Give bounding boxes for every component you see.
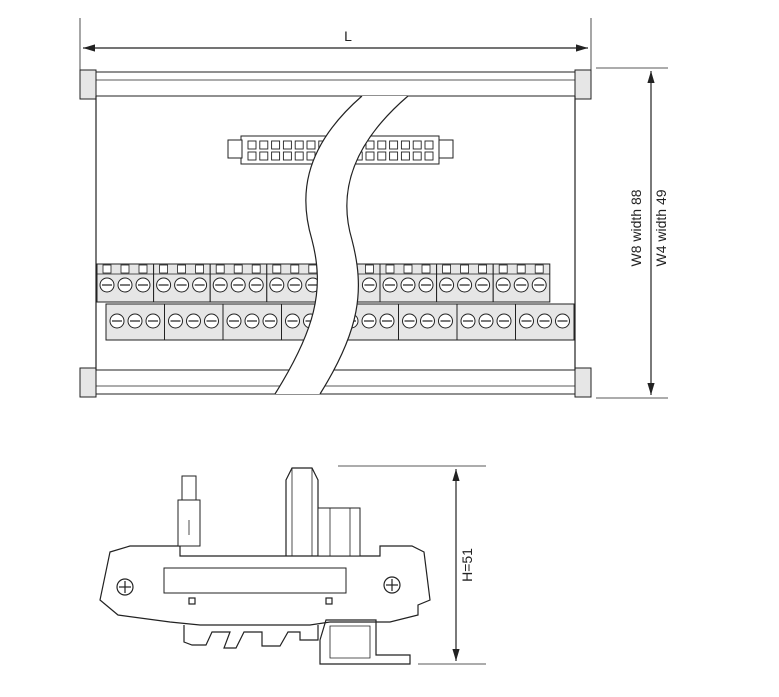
screw-right-icon: [383, 576, 401, 594]
terminal-block-upper: [96, 263, 155, 303]
width-dimension: W8 width 88 W4 width 49: [596, 67, 669, 399]
terminal-slot: [159, 264, 169, 274]
terminal-slot: [195, 264, 205, 274]
width-w8-label: W8 width 88: [628, 189, 644, 266]
connector-pin: [365, 151, 375, 161]
connector-pin: [424, 151, 434, 161]
connector-pin: [365, 140, 375, 150]
terminal-slot: [478, 264, 488, 274]
terminal-slot: [272, 264, 282, 274]
connector-pin: [306, 140, 316, 150]
connector-pin: [294, 140, 304, 150]
connector-pin: [271, 151, 281, 161]
housing-body: [99, 545, 431, 626]
terminal-block-upper: [153, 263, 211, 303]
screw-left-icon: [116, 578, 134, 596]
top-view: L W8 width 88 W4 width 49: [79, 18, 669, 399]
terminal-block-lower: [456, 303, 516, 341]
connector-pin: [282, 140, 292, 150]
connector-pin: [412, 151, 422, 161]
connector-pin: [400, 140, 410, 150]
connector-pin: [282, 151, 292, 161]
terminal-slot: [308, 264, 318, 274]
bottom-rail: [79, 367, 592, 398]
top-rail: [79, 69, 592, 100]
connector-pin: [377, 151, 387, 161]
connector-post: [177, 475, 201, 547]
terminal-block-upper: [492, 263, 551, 303]
connector-pin: [400, 151, 410, 161]
terminal-slot: [364, 264, 374, 274]
terminal-slot: [516, 264, 526, 274]
terminal-slot: [403, 264, 413, 274]
width-w4-label: W4 width 49: [653, 189, 669, 266]
terminal-slot: [534, 264, 544, 274]
connector-pin: [259, 151, 269, 161]
terminal-block-upper: [436, 263, 494, 303]
terminal-slot: [442, 264, 452, 274]
din-clip: [183, 619, 411, 665]
terminal-slot: [290, 264, 300, 274]
connector-pin: [294, 151, 304, 161]
connector-pin: [424, 140, 434, 150]
break-line: [274, 95, 409, 395]
terminal-slot: [498, 264, 508, 274]
side-view: H=51: [99, 465, 486, 665]
connector-pin: [247, 151, 257, 161]
terminal-block-upper: [266, 263, 324, 303]
connector-pin: [377, 140, 387, 150]
terminal-slot: [177, 264, 187, 274]
connector-pin: [271, 140, 281, 150]
connector-pin: [389, 140, 399, 150]
connector-pin: [259, 140, 269, 150]
terminal-block-lower: [222, 303, 282, 341]
height-dimension: H=51: [338, 465, 486, 665]
connector-pin: [389, 151, 399, 161]
length-label: L: [344, 28, 352, 44]
terminal-slot: [421, 264, 431, 274]
connector-pin: [247, 140, 257, 150]
terminal-slot: [233, 264, 243, 274]
terminal-block-lower: [515, 303, 575, 341]
terminal-slot: [120, 264, 130, 274]
label-window: [163, 567, 347, 594]
height-label: H=51: [459, 548, 475, 582]
terminal-slot: [138, 264, 148, 274]
connector-pin: [412, 140, 422, 150]
terminal-slot: [251, 264, 261, 274]
terminal-slot: [102, 264, 112, 274]
terminal-slot: [385, 264, 395, 274]
terminal-block-upper: [379, 263, 438, 303]
terminal-tower: [285, 467, 361, 557]
terminal-block-lower: [105, 303, 165, 341]
terminal-block-lower: [164, 303, 224, 341]
terminal-blocks: [96, 263, 575, 341]
length-dimension: L: [79, 18, 592, 70]
terminal-slot: [460, 264, 470, 274]
terminal-block-lower: [398, 303, 458, 341]
terminal-block-upper: [209, 263, 268, 303]
terminal-slot: [215, 264, 225, 274]
